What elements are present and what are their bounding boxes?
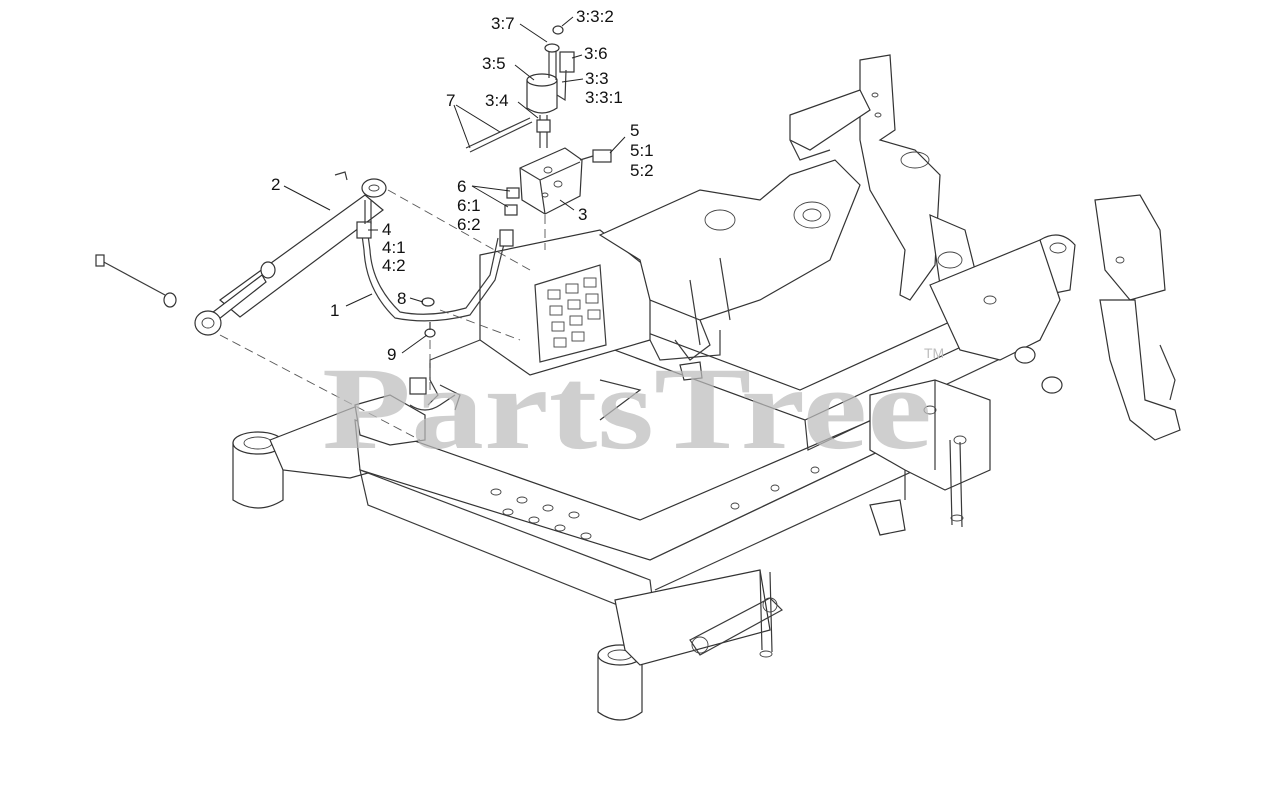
watermark: PartsTree TM	[322, 343, 944, 474]
callout-5[interactable]: 5	[630, 121, 639, 140]
lift-cylinder	[194, 171, 387, 336]
callout-6-2[interactable]: 6:2	[457, 215, 481, 234]
callouts: 3:7 3:3:2 3:6 3:5 3:3 3:3:1 7 3:4 5 5:1 …	[271, 7, 654, 364]
watermark-trademark: TM	[924, 345, 944, 361]
callout-6[interactable]: 6	[457, 177, 466, 196]
callout-7[interactable]: 7	[446, 91, 455, 110]
callout-6-1[interactable]: 6:1	[457, 196, 481, 215]
callout-3-5[interactable]: 3:5	[482, 54, 506, 73]
callout-3-3-2[interactable]: 3:3:2	[576, 7, 614, 26]
rail-holes	[490, 466, 820, 540]
callout-5-2[interactable]: 5:2	[630, 161, 654, 180]
callout-4[interactable]: 4	[382, 220, 391, 239]
callout-3-3[interactable]: 3:3	[585, 69, 609, 88]
callout-3-6[interactable]: 3:6	[584, 44, 608, 63]
leader-lines	[283, 16, 626, 354]
watermark-text: PartsTree	[322, 343, 932, 474]
callout-3-7[interactable]: 3:7	[491, 14, 515, 33]
callout-1[interactable]: 1	[330, 301, 339, 320]
callout-4-1[interactable]: 4:1	[382, 238, 406, 257]
callout-3-4[interactable]: 3:4	[485, 91, 509, 110]
callout-4-2[interactable]: 4:2	[382, 256, 406, 275]
callout-5-1[interactable]: 5:1	[630, 141, 654, 160]
callout-3[interactable]: 3	[578, 205, 587, 224]
callout-9[interactable]: 9	[387, 345, 396, 364]
callout-8[interactable]: 8	[397, 289, 406, 308]
assembly-lines	[219, 189, 546, 441]
fuse-panel	[534, 264, 607, 363]
callout-3-3-1[interactable]: 3:3:1	[585, 88, 623, 107]
hydraulic-assembly	[95, 25, 612, 338]
callout-2[interactable]: 2	[271, 175, 280, 194]
